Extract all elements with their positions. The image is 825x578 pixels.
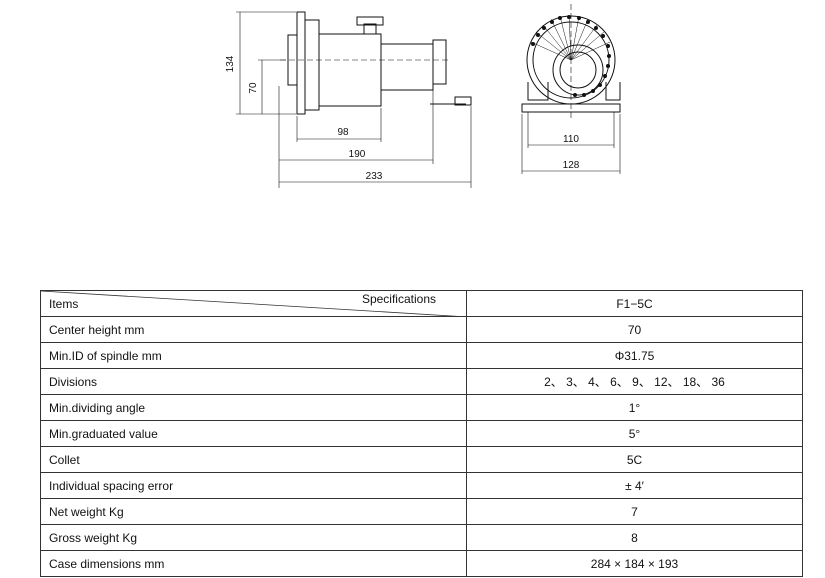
row-value: 8 — [466, 524, 803, 551]
row-value: ± 4′ — [466, 472, 803, 499]
row-label: Min.ID of spindle mm — [40, 342, 467, 369]
table-row: Collet 5C — [40, 446, 803, 473]
row-value: 5° — [466, 420, 803, 447]
header-diagonal-cell: Items Specifications — [40, 290, 468, 317]
row-value: Φ31.75 — [466, 342, 803, 369]
row-label: Case dimensions mm — [40, 550, 467, 577]
dim-233: 233 — [366, 171, 383, 182]
dim-98: 98 — [337, 127, 349, 138]
table-row: Min.dividing angle 1° — [40, 394, 803, 421]
row-value: 5C — [466, 446, 803, 473]
technical-drawing: 134 70 98 190 233 110 128 — [225, 4, 621, 188]
row-value: 70 — [466, 316, 803, 343]
dim-134: 134 — [225, 55, 236, 72]
dim-190: 190 — [349, 149, 366, 160]
row-label: Collet — [40, 446, 467, 473]
row-value: 284 × 184 × 193 — [466, 550, 803, 577]
row-label: Individual spacing error — [40, 472, 467, 499]
row-label: Divisions — [40, 368, 467, 395]
header-specifications: Specifications — [361, 292, 436, 306]
header-diagonal-line — [41, 291, 468, 317]
row-label: Net weight Kg — [40, 498, 467, 525]
table-row: Center height mm 70 — [40, 316, 803, 343]
table-row: Min.graduated value 5° — [40, 420, 803, 447]
table-row: Min.ID of spindle mm Φ31.75 — [40, 342, 803, 369]
table-row: Divisions 2、 3、 4、 6、 9、 12、 18、 36 — [40, 368, 803, 395]
header-model: F1−5C — [466, 290, 803, 317]
row-label: Center height mm — [40, 316, 467, 343]
table-row: Net weight Kg 7 — [40, 498, 803, 525]
dim-70: 70 — [248, 82, 259, 94]
table-row: Individual spacing error ± 4′ — [40, 472, 803, 499]
row-value: 2、 3、 4、 6、 9、 12、 18、 36 — [466, 368, 803, 395]
table-row: Gross weight Kg 8 — [40, 524, 803, 551]
dim-128: 128 — [563, 160, 580, 171]
table-row: Case dimensions mm 284 × 184 × 193 — [40, 550, 803, 577]
row-value: 1° — [466, 394, 803, 421]
row-label: Gross weight Kg — [40, 524, 467, 551]
specifications-table: Items Specifications F1−5C Center height… — [40, 290, 803, 577]
row-label: Min.graduated value — [40, 420, 467, 447]
dim-110: 110 — [563, 134, 579, 145]
row-label: Min.dividing angle — [40, 394, 467, 421]
row-value: 7 — [466, 498, 803, 525]
table-header-row: Items Specifications F1−5C — [40, 290, 803, 317]
header-items: Items — [49, 297, 79, 311]
